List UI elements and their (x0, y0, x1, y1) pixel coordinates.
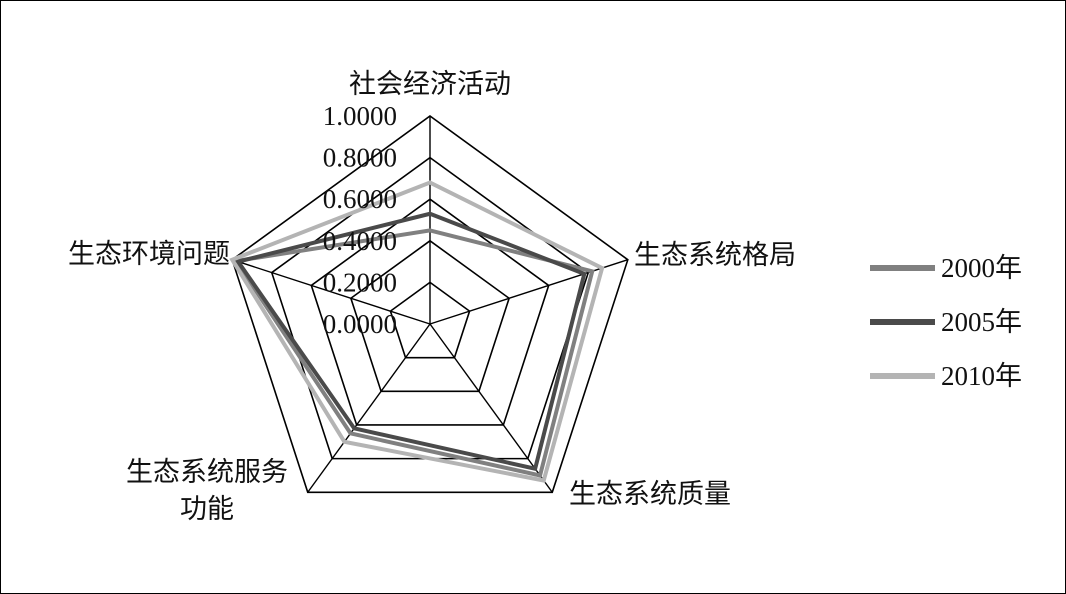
grid-ring-3 (310, 198, 550, 426)
axis-spoke-3 (307, 323, 431, 493)
tick-label: 1.0000 (323, 101, 397, 131)
axis-label: 社会经济活动 (349, 69, 511, 99)
legend-label: 2010年 (941, 361, 1022, 391)
series-line-1 (234, 211, 587, 472)
grid-ring-5 (231, 115, 629, 494)
tick-label: 0.8000 (323, 143, 397, 173)
legend-label: 2000年 (941, 253, 1022, 283)
legend-label: 2005年 (941, 307, 1022, 337)
radar-series (229, 180, 605, 483)
axis-label: 生态环境问题 (68, 239, 230, 269)
legend: 2000年 2005年 2010年 (870, 253, 1022, 391)
axis-label: 生态系统服务 (126, 457, 288, 487)
tick-label: 0.6000 (323, 184, 397, 214)
tick-label: 0.2000 (323, 267, 397, 297)
axis-spoke-1 (429, 259, 629, 325)
grid-ring-1 (389, 281, 471, 359)
axis-label: 生态系统质量 (569, 479, 731, 509)
axis-label: 生态系统格局 (634, 240, 796, 270)
radar-tick-labels: 0.0000 0.2000 0.4000 0.6000 0.8000 1.0000 (323, 101, 397, 339)
radar-grid (231, 115, 629, 494)
series-line-2 (229, 180, 605, 483)
axis-spoke-4 (231, 259, 431, 325)
grid-ring-2 (349, 239, 511, 393)
tick-label: 0.0000 (323, 309, 397, 339)
axis-label: 功能 (180, 494, 234, 524)
tick-label: 0.4000 (323, 226, 397, 256)
axis-spoke-2 (429, 323, 553, 493)
